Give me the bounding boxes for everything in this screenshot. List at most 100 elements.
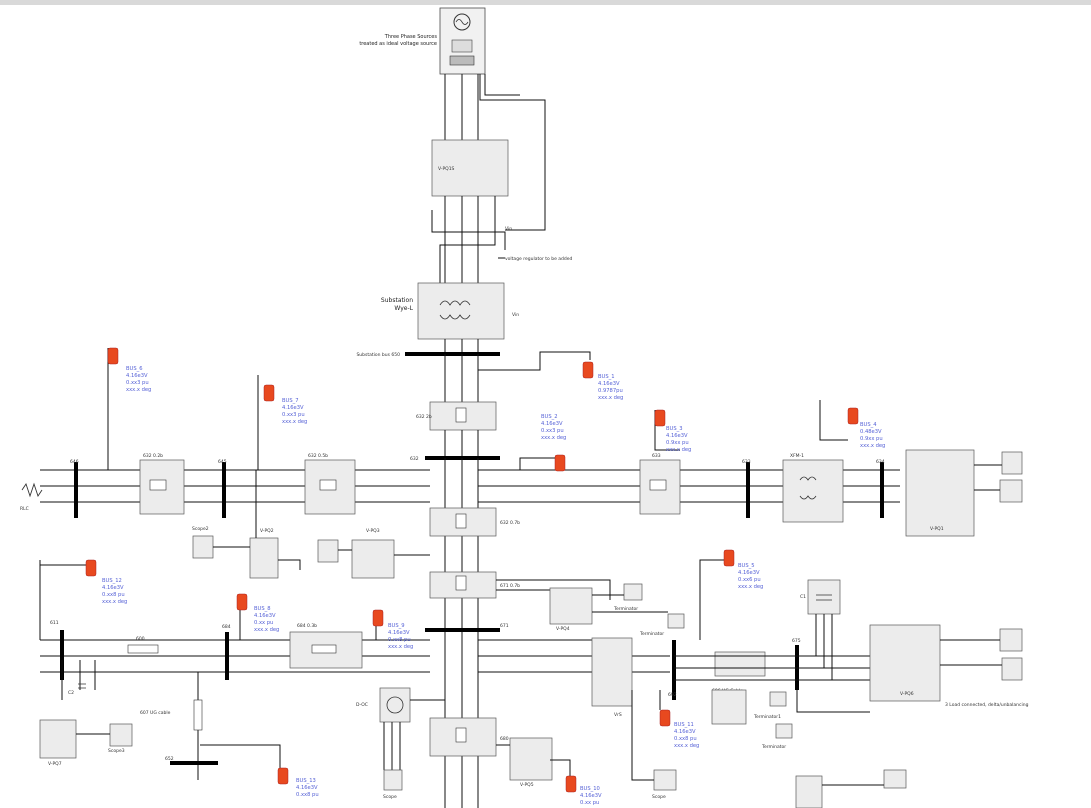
terminator-vpq4[interactable] [667,613,685,629]
vin-label: Vin [505,226,512,232]
bus5-voltage-meter-icon[interactable] [723,549,735,567]
source-label-2: treated as ideal voltage source [359,41,437,47]
xfm-1-block[interactable] [782,459,844,523]
scope-bottom-center[interactable] [653,769,677,791]
bus-611-taps [61,660,96,700]
scope-vpq3[interactable] [317,539,339,563]
terminator4-label: Terminator [761,744,786,750]
pq1-label: V-PQ1 [930,526,944,532]
bus-632-label: 632 [410,456,419,462]
terminator-692-b[interactable] [775,723,793,739]
bus7-voltage: 4.16e3V [282,405,304,411]
meter-bus13-wire [200,744,281,770]
line-632-633-label: 633 [652,453,661,459]
bus11-pu: 0.xx8 pu [674,736,697,742]
bus12-voltage-meter-icon[interactable] [85,559,97,577]
line-671-to-vpq4 [496,579,611,600]
scope-634-2[interactable] [999,479,1023,503]
bus8-name: BUS_8 [254,606,271,612]
scope-675-1[interactable] [999,628,1023,652]
vpq2-block[interactable] [249,537,279,579]
substation-transformer[interactable] [417,282,505,340]
pq6-label: V-PQ6 [900,691,914,697]
load-692-block[interactable] [711,689,747,725]
transformer-coil-primary [439,300,471,306]
bus8-voltage-meter-icon[interactable] [236,593,248,611]
lower-left-feeder-wires [40,639,430,673]
substation-to-bus-wires [444,339,479,352]
scope-vpq2[interactable] [192,535,214,559]
bus9-voltage-meter-icon[interactable] [372,609,384,627]
bus2-name: BUS_2 [541,414,558,420]
vpq5-block[interactable] [509,737,553,781]
bus10-pu: 0.xx pu [580,800,599,806]
source-wires [444,74,479,140]
bus9-angle: xxx.x deg [388,644,413,650]
scope-611[interactable] [109,723,133,747]
source-measure-block[interactable] [431,139,509,197]
terminator-692[interactable] [769,691,787,707]
load-634-pq-block[interactable] [905,449,975,537]
bus11-angle: xxx.x deg [674,743,699,749]
scope-675-2[interactable] [1001,657,1023,681]
bus2-voltage: 4.16e3V [541,421,563,427]
bottom-out-block[interactable] [883,769,907,789]
bus-646-label: 646 [70,459,79,465]
line-632-633-icon [649,479,667,491]
bus11-voltage-meter-icon[interactable] [659,709,671,727]
load-611-block[interactable] [39,719,77,759]
bus-645-label: 645 [218,459,227,465]
capacitor-c1-block[interactable] [807,579,841,615]
line-632-645-label: 632 0.5b [308,453,328,459]
bus1-voltage: 4.16e3V [598,381,620,387]
bus-692-label: 692 [668,692,677,698]
bus6-voltage: 4.16e3V [126,373,148,379]
bus5-angle: xxx.x deg [738,584,763,590]
bus7-voltage-meter-icon[interactable] [263,384,275,402]
transformer-coil-secondary [439,314,471,320]
scope-675-wires [940,639,1002,666]
bus13-name: BUS_13 [296,778,316,784]
bus3-voltage-meter-icon[interactable] [654,409,666,427]
bus2-voltage-meter-icon[interactable] [554,454,566,472]
bus-652-label: 652 [165,756,174,762]
source-feedback-wire [479,74,546,231]
vpq3-block[interactable] [351,539,395,579]
xfm-label: XFM-1 [790,453,804,459]
bus13-voltage-meter-icon[interactable] [277,767,289,785]
load-646-rlc-icon[interactable] [21,482,43,498]
bus-684-label: 684 [222,624,231,630]
vpq2-label: V-PQ2 [260,528,274,534]
bus1-angle: xxx.x deg [598,395,623,401]
bus2-pu: 0.xx3 pu [541,428,564,434]
bus-611-label: 611 [50,620,59,626]
scope-dist[interactable] [383,769,403,791]
scope-vpq4[interactable] [623,583,643,601]
bus6-pu: 0.xx3 pu [126,380,149,386]
bus4-angle: xxx.x deg [860,443,885,449]
vpq4-block[interactable] [549,587,593,625]
dist-load-block[interactable] [379,687,411,723]
load-675-return-wire [796,690,870,713]
load-675-pq-block[interactable] [869,624,941,702]
xfm-1-coil-icon [799,476,817,500]
source-label-1: Three Phase Sources [384,34,438,40]
bus4-voltage-meter-icon[interactable] [847,407,859,425]
scope-634-1[interactable] [1001,451,1023,475]
line-671-680-icon [455,727,467,743]
bus10-voltage-meter-icon[interactable] [565,775,577,793]
cable-label: 607 UG cable [140,710,171,716]
bus6-voltage-meter-icon[interactable] [107,347,119,365]
cable-607-block[interactable] [193,699,203,731]
line-684-611-block[interactable] [127,644,159,654]
line-632-671-icon [455,513,467,529]
bus1-voltage-meter-icon[interactable] [582,361,594,379]
bus3-pu: 0.9xx pu [666,440,689,446]
bus4-name: BUS_4 [860,422,877,428]
bus7-name: BUS_7 [282,398,299,404]
switch-692-block[interactable] [591,637,633,707]
bottom-mux-block[interactable] [795,775,823,808]
substation-label-1: Substation [381,297,413,304]
bus8-pu: 0.xx pu [254,620,273,626]
capacitor-c2-icon [78,683,86,689]
